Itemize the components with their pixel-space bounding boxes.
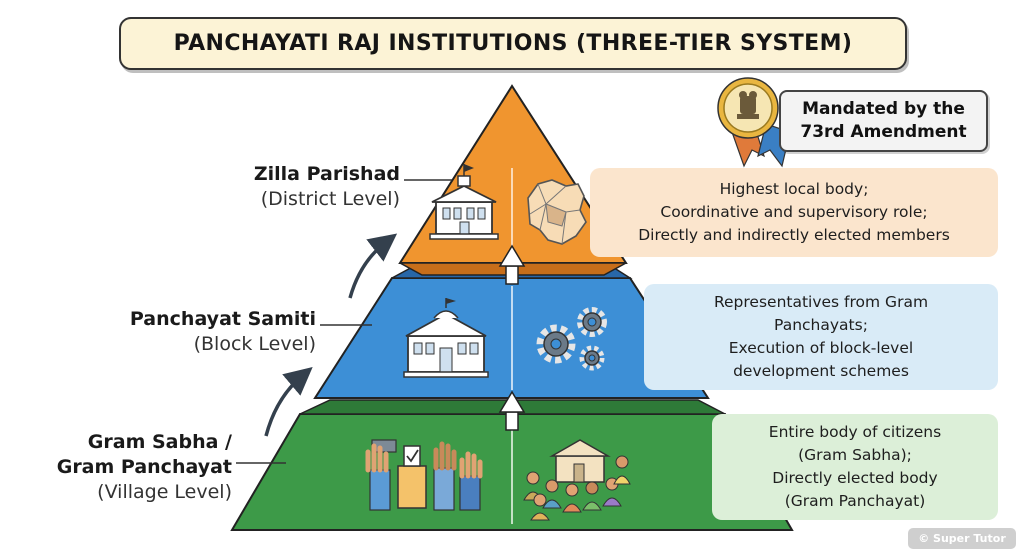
- samiti-desc-line: Execution of block-level: [728, 339, 914, 357]
- gram-panchayat-level: (Village Level): [97, 481, 232, 503]
- samiti-desc-line: development schemes: [733, 362, 909, 380]
- panchayat-samiti-name: Panchayat Samiti: [129, 308, 316, 330]
- credit-badge: © Super Tutor: [908, 528, 1016, 549]
- zilla-parishad-level: (District Level): [260, 188, 400, 210]
- page-title: PANCHAYATI RAJ INSTITUTIONS (THREE-TIER …: [173, 31, 853, 56]
- zilla-parishad-name: Zilla Parishad: [253, 163, 400, 185]
- gram-sabha-name: Gram Sabha /: [87, 431, 232, 453]
- credit-text: © Super Tutor: [918, 532, 1006, 545]
- gears-icon: [536, 307, 607, 371]
- gram-desc-line: (Gram Panchayat): [784, 492, 926, 510]
- samiti-desc-line: Panchayats;: [774, 316, 868, 334]
- up-arrow-icon: [498, 244, 526, 285]
- mandate-text: Mandated by the 73rd Amendment: [800, 98, 966, 144]
- up-arrow-icon: [498, 390, 526, 431]
- block-office-building-icon: [403, 298, 489, 378]
- curved-up-arrow-icon: [348, 233, 398, 299]
- gram-desc-line: Directly elected body: [772, 469, 938, 487]
- voting-hands-icon: [365, 439, 483, 511]
- gram-panchayat-name: Gram Panchayat: [56, 456, 232, 478]
- mandate-line-1: Mandated by the: [802, 99, 965, 119]
- curved-up-arrow-icon: [264, 366, 313, 437]
- zilla-parishad-label: Zilla Parishad (District Level): [170, 162, 400, 212]
- panchayat-samiti-label: Panchayat Samiti (Block Level): [80, 307, 316, 357]
- district-office-building-icon: [429, 164, 499, 240]
- mandate-callout: Mandated by the 73rd Amendment: [779, 90, 988, 152]
- gram-panchayat-label: Gram Sabha / Gram Panchayat (Village Lev…: [10, 430, 232, 505]
- samiti-desc-line: Representatives from Gram: [713, 293, 929, 311]
- panchayat-samiti-description: Representatives from Gram Panchayats; Ex…: [644, 284, 998, 390]
- gram-desc-line: Entire body of citizens: [768, 423, 942, 441]
- zilla-parishad-description: Highest local body; Coordinative and sup…: [590, 168, 998, 257]
- national-emblem-badge-icon: [717, 77, 791, 168]
- panchayat-samiti-level: (Block Level): [193, 333, 316, 355]
- gram-panchayat-description: Entire body of citizens (Gram Sabha); Di…: [712, 414, 998, 520]
- zilla-desc-line: Directly and indirectly elected members: [638, 226, 950, 244]
- village-gathering-icon: [523, 439, 631, 521]
- mandate-line-2: 73rd Amendment: [800, 122, 967, 142]
- gram-desc-line: (Gram Sabha);: [798, 446, 912, 464]
- zilla-desc-line: Highest local body;: [719, 180, 869, 198]
- title-banner: PANCHAYATI RAJ INSTITUTIONS (THREE-TIER …: [119, 17, 907, 70]
- district-map-icon: [527, 179, 587, 245]
- zilla-desc-line: Coordinative and supervisory role;: [660, 203, 928, 221]
